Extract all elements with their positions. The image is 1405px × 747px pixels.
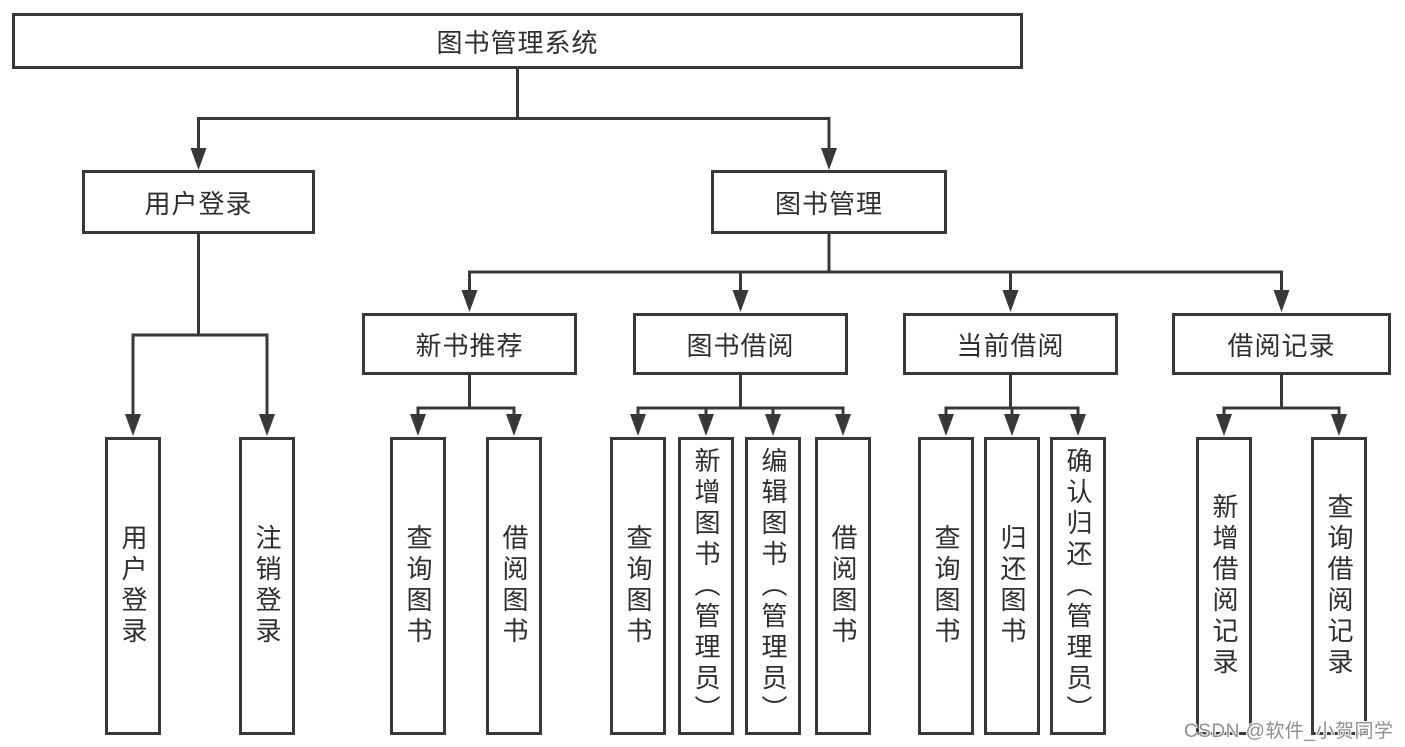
leaf-confirm-return-admin-label: 确认归还（管理员） bbox=[1063, 446, 1093, 726]
leaf-query-books-current: 查询图书 bbox=[918, 437, 974, 735]
leaf-edit-books-admin-label: 编辑图书（管理员） bbox=[758, 446, 788, 726]
watermark: CSDN @软件_小贺同学 bbox=[1184, 721, 1394, 742]
leaf-user-login-label: 用户登录 bbox=[118, 524, 148, 648]
connector-new-book-recommend-to-leaves bbox=[410, 373, 522, 436]
leaf-query-books-borrowing: 查询图书 bbox=[610, 437, 666, 735]
node-borrow-records: 借阅记录 bbox=[1172, 313, 1391, 375]
leaf-logout: 注销登录 bbox=[239, 437, 295, 735]
leaf-return-books-label: 归还图书 bbox=[997, 524, 1027, 648]
connector-root-to-level2 bbox=[190, 67, 837, 170]
leaf-query-borrow-record: 查询借阅记录 bbox=[1311, 437, 1367, 735]
leaf-query-books-recommend: 查询图书 bbox=[390, 437, 446, 735]
node-user-login: 用户登录 bbox=[82, 170, 315, 234]
leaf-borrow-books-recommend-label: 借阅图书 bbox=[499, 524, 529, 648]
connector-borrow-records-to-leaves bbox=[1216, 373, 1347, 436]
leaf-add-books-admin: 新增图书（管理员） bbox=[678, 437, 734, 735]
leaf-add-books-admin-label: 新增图书（管理员） bbox=[691, 446, 721, 726]
connector-current-borrowing-to-leaves bbox=[938, 373, 1086, 436]
leaf-return-books: 归还图书 bbox=[984, 437, 1040, 735]
node-new-book-recommend: 新书推荐 bbox=[362, 313, 577, 375]
connector-user-login-to-leaves bbox=[125, 232, 275, 436]
leaf-borrow-books-borrowing-label: 借阅图书 bbox=[828, 524, 858, 648]
leaf-query-borrow-record-label: 查询借阅记录 bbox=[1324, 493, 1354, 679]
leaf-logout-label: 注销登录 bbox=[252, 524, 282, 648]
connector-book-management-to-level3 bbox=[461, 232, 1290, 312]
leaf-borrow-books-recommend: 借阅图书 bbox=[486, 437, 542, 735]
connector-book-borrowing-to-leaves bbox=[630, 373, 851, 436]
leaf-confirm-return-admin: 确认归还（管理员） bbox=[1050, 437, 1106, 735]
node-book-management: 图书管理 bbox=[711, 170, 947, 234]
node-library-system: 图书管理系统 bbox=[12, 13, 1023, 69]
leaf-query-books-borrowing-label: 查询图书 bbox=[623, 524, 653, 648]
node-current-borrowing: 当前借阅 bbox=[903, 313, 1118, 375]
leaf-add-borrow-record-label: 新增借阅记录 bbox=[1209, 493, 1239, 679]
leaf-edit-books-admin: 编辑图书（管理员） bbox=[745, 437, 801, 735]
leaf-user-login: 用户登录 bbox=[105, 437, 161, 735]
node-book-borrowing: 图书借阅 bbox=[633, 313, 848, 375]
leaf-query-books-recommend-label: 查询图书 bbox=[403, 524, 433, 648]
leaf-query-books-current-label: 查询图书 bbox=[931, 524, 961, 648]
leaf-add-borrow-record: 新增借阅记录 bbox=[1196, 437, 1252, 735]
leaf-borrow-books-borrowing: 借阅图书 bbox=[815, 437, 871, 735]
